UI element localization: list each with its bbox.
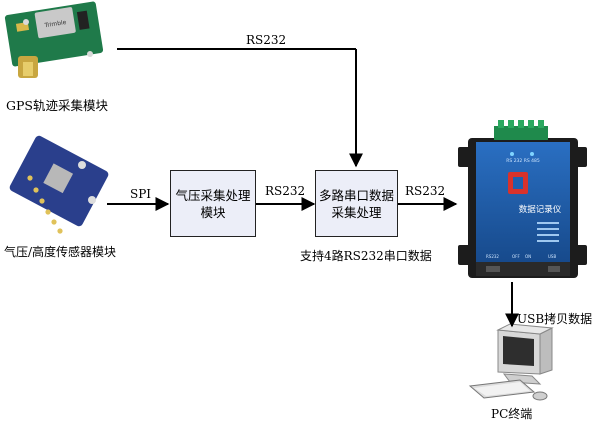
data-logger-image — [458, 120, 587, 278]
pc-terminal-label: PC终端 — [491, 407, 533, 421]
serial-collector-line1: 多路串口数据 — [318, 187, 394, 203]
spi-link-label: SPI — [130, 187, 152, 201]
pressure-sensor-label: 气压/高度传感器模块 — [4, 245, 117, 259]
pressure-processing-line1: 气压采集处理 — [175, 187, 251, 203]
usb-link-label: USB拷贝数据 — [517, 312, 593, 326]
pc-terminal-image — [468, 323, 554, 401]
processing-link-label: RS232 — [265, 184, 306, 198]
pressure-sensor-image — [9, 135, 109, 234]
logger-bottom-label-2: ON — [525, 254, 531, 259]
pressure-processing-line2: 模块 — [200, 204, 226, 220]
serial-collector-box: 多路串口数据 采集处理 — [315, 170, 398, 237]
svg-text:Trimble: Trimble — [43, 19, 67, 30]
logger-bottom-label-3: USB — [548, 254, 556, 259]
gps-module-label: GPS轨迹采集模块 — [6, 98, 108, 113]
serial-collector-caption: 支持4路RS232串口数据 — [300, 249, 432, 263]
gps-module-image: Trimble — [4, 1, 104, 78]
collector-link-label: RS232 — [405, 184, 446, 198]
serial-collector-line2: 采集处理 — [331, 204, 382, 220]
gps-link-label: RS232 — [246, 33, 287, 47]
logger-bottom-label-1: OFF — [512, 254, 520, 259]
logger-bottom-label-0: RS232 — [486, 254, 499, 259]
logger-top-text: RS 232 RS 485 — [506, 158, 540, 164]
pressure-processing-box: 气压采集处理 模块 — [170, 170, 256, 237]
logger-title: 数据记录仪 — [519, 204, 562, 215]
